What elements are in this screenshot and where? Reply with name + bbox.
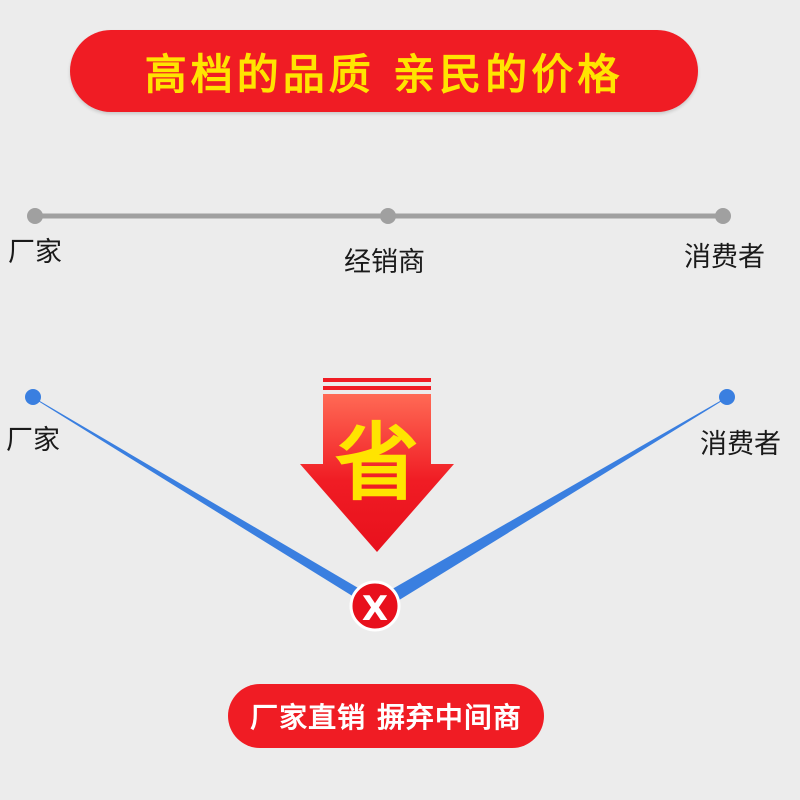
top-slogan-text: 高档的品质 亲民的价格: [144, 49, 624, 99]
node-dot-consumer: [715, 208, 731, 224]
save-arrow-icon: [300, 378, 454, 552]
direct-line-left: [33, 397, 375, 610]
bottom-tagline-text: 厂家直销 摒弃中间商: [250, 701, 522, 734]
direct-line-right: [383, 397, 727, 610]
label-consumer: 消费者: [684, 242, 765, 273]
node-dot-distributor: [380, 208, 396, 224]
direct-label-consumer: 消费者: [700, 429, 781, 460]
cross-mark: X: [362, 589, 388, 629]
label-distributor: 经销商: [344, 247, 425, 278]
bottom-tagline-banner: 厂家直销 摒弃中间商: [228, 684, 544, 748]
save-label: 省: [335, 414, 419, 512]
top-slogan-banner: 高档的品质 亲民的价格: [70, 30, 698, 112]
cross-icon: X: [349, 580, 401, 632]
direct-dot-manufacturer: [25, 389, 41, 405]
direct-dot-consumer: [719, 389, 735, 405]
direct-label-manufacturer: 厂家: [6, 425, 60, 456]
label-manufacturer: 厂家: [8, 237, 62, 268]
node-dot-manufacturer: [27, 208, 43, 224]
